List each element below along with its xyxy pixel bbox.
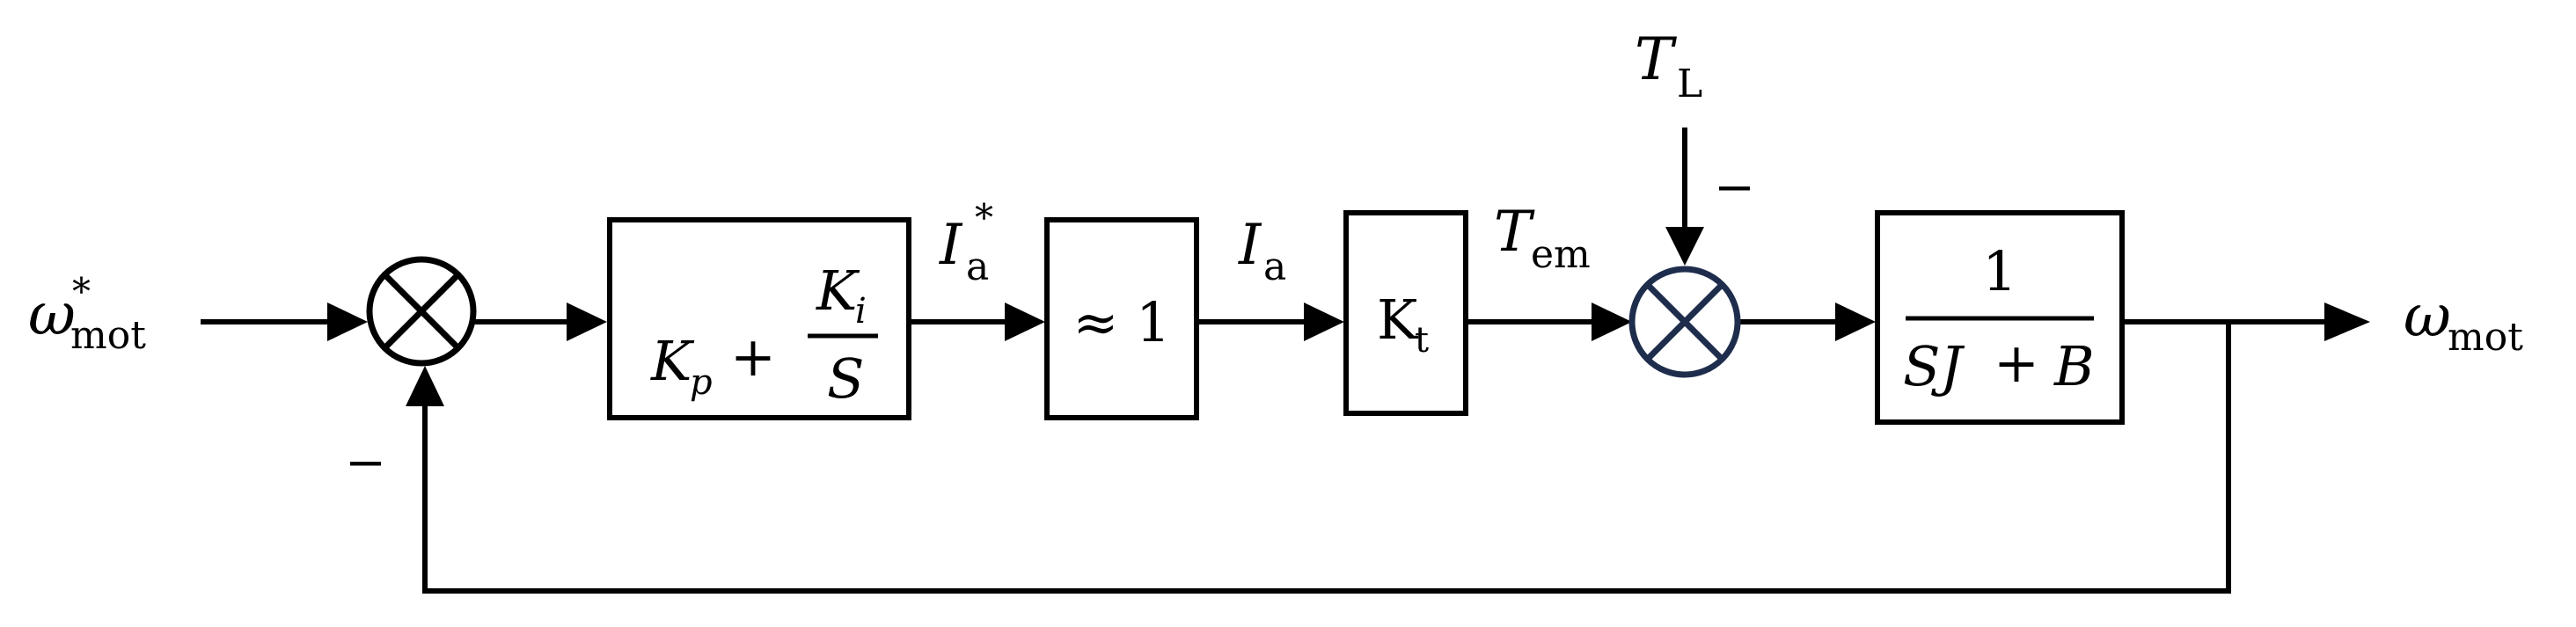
load-torque-sub: L (1677, 62, 1702, 106)
current-loop-label: ≈ 1 (1072, 290, 1170, 354)
feedback-sign: − (345, 434, 386, 492)
torque-em-label: T em (1494, 200, 1591, 277)
output-arrowhead (2324, 303, 2370, 341)
pi-s: S (827, 346, 864, 411)
torque-em-sub: em (1531, 232, 1591, 277)
mech-numerator: 1 (1982, 239, 2016, 303)
torque-em-base: T (1494, 200, 1535, 265)
kt-sub: t (1415, 320, 1429, 361)
load-torque-sign: − (1714, 159, 1755, 216)
torque-em-arrowhead (1592, 303, 1632, 341)
feedback-path (422, 322, 2231, 594)
summing-junction-torque (1628, 266, 1741, 378)
pi-kp-base: K (650, 329, 695, 393)
summing-junction-speed (366, 256, 477, 367)
reference-speed-sup: * (72, 270, 91, 313)
load-torque-base: T (1635, 26, 1678, 93)
current-ref-base: I (939, 213, 963, 278)
output-speed-label: ω mot (2404, 282, 2523, 360)
reference-speed-sub: mot (70, 313, 146, 358)
current-sub: a (1263, 244, 1286, 289)
torque-net-arrowhead (1835, 303, 1876, 341)
current-loop-block: ≈ 1 (1044, 217, 1199, 420)
kt-base: K (1377, 288, 1419, 352)
mech-den-b: B (2053, 334, 2095, 398)
pi-ki-sub: i (855, 291, 867, 332)
current-arrowhead (1304, 303, 1344, 341)
reference-speed-base: ω (28, 281, 76, 348)
current-ref-sup: * (975, 196, 993, 239)
output-speed-sub: mot (2448, 315, 2523, 360)
pi-plus: + (730, 324, 776, 389)
reference-speed-label: ω * mot (28, 270, 146, 358)
output-speed-base: ω (2404, 282, 2451, 350)
pi-ki-base: K (816, 259, 860, 323)
current-ref-label: I * a (939, 196, 993, 289)
current-label: I a (1238, 213, 1286, 289)
current-base: I (1238, 213, 1262, 278)
mechanical-plant-block: 1 SJ + B (1875, 210, 2125, 425)
pi-kp-sub: p (690, 362, 713, 403)
current-ref-sub: a (966, 244, 989, 289)
pi-controller-block: K p + K i S (607, 217, 911, 420)
current-ref-arrowhead (1005, 303, 1045, 341)
load-torque-arrowhead (1665, 227, 1704, 266)
feedback-arrowhead (406, 366, 444, 406)
load-torque-label: T L (1635, 26, 1702, 106)
error-arrowhead (567, 303, 607, 341)
mech-den-sj: SJ (1903, 334, 1965, 398)
torque-constant-block: K t (1343, 210, 1468, 416)
input-arrowhead (327, 303, 368, 341)
mech-den-plus: + (1994, 331, 2039, 395)
